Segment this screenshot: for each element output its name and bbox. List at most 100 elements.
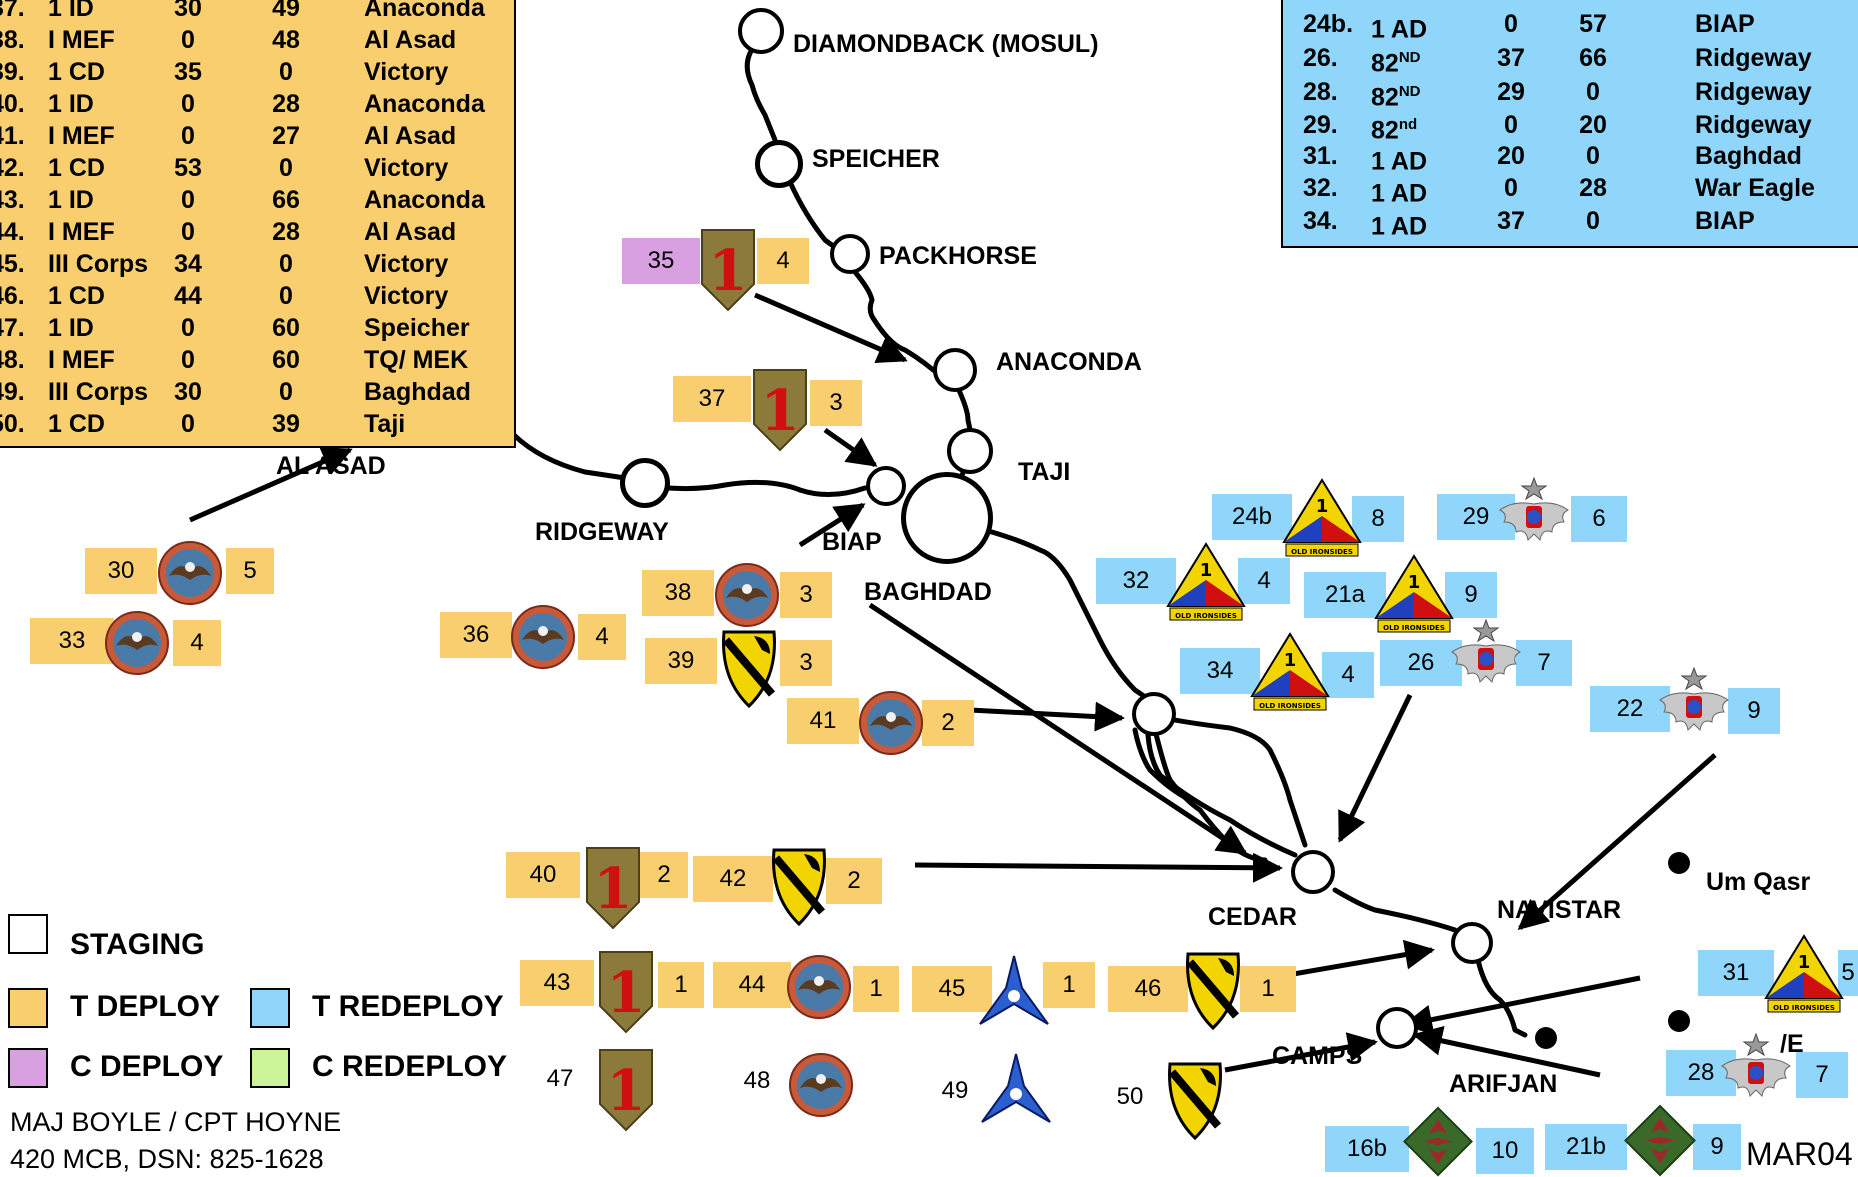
arrow-46 [1269, 939, 1435, 981]
legend-label-c-deploy: C DEPLOY [70, 1050, 224, 1083]
unit-ordinal: ND [1398, 83, 1421, 100]
row-t-count: 66 [272, 186, 300, 214]
row-c-count: 0 [181, 26, 195, 54]
legend-swatch-c-redeploy [250, 1048, 290, 1088]
row-unit: 1 CD [48, 410, 105, 438]
label-navistar: NAVISTAR [1497, 896, 1622, 924]
airborne-wings-29 [1499, 476, 1569, 542]
label-speicher: SPEICHER [812, 145, 940, 173]
credit-names: MAJ BOYLE / CPT HOYNE [10, 1107, 342, 1137]
row-c-count: 0 [181, 90, 195, 118]
airborne-wings-26 [1451, 618, 1521, 684]
label-ridgeway: RIDGEWAY [535, 518, 669, 546]
arrow-22 [1517, 753, 1717, 930]
label-um-qasr: Um Qasr [1706, 868, 1811, 896]
arrow-baghdad-cedar [868, 602, 1248, 856]
row-number: 26. [1303, 44, 1338, 72]
row-t-count: 0 [279, 58, 293, 86]
node-camps [1376, 1007, 1418, 1049]
iii-corps-patch-45 [979, 955, 1049, 1025]
first-ad-banner: OLD IRONSIDES [1259, 702, 1321, 710]
imef-seal-41 [859, 691, 923, 755]
row-t-count: 0 [1586, 207, 1600, 235]
unit-name: 82 [1371, 49, 1399, 78]
tag-16b-count: 10 [1476, 1128, 1534, 1174]
row-number: 41. [0, 122, 25, 150]
label-al-asad: AL ASAD [276, 452, 386, 480]
row-unit: III Corps [48, 250, 149, 278]
row-number: 34. [1303, 207, 1338, 235]
node-cedar [1291, 850, 1335, 894]
tag-26-id: 26 [1380, 640, 1462, 686]
first-id-numeral: 1 [709, 238, 748, 304]
imef-seal-36 [511, 605, 575, 669]
tag-44-count: 1 [853, 966, 899, 1012]
tag-28-id: 28 [1666, 1050, 1736, 1096]
unit-name: 1 AD [1371, 212, 1428, 241]
tag-30-id: 30 [85, 548, 157, 594]
unit-name: 1 AD [1371, 147, 1428, 176]
arrow-biap [798, 502, 866, 548]
row-number: 42. [0, 154, 25, 182]
row-destination: Baghdad [364, 378, 471, 406]
tag-50-id: 50 [1116, 1083, 1144, 1110]
row-c-count: 0 [181, 122, 195, 150]
row-unit: 1 CD [48, 154, 105, 182]
row-number: 32. [1303, 174, 1338, 202]
airborne-wings-28 [1721, 1032, 1791, 1098]
tag-34-count: 4 [1322, 652, 1374, 698]
row-t-count: 28 [1579, 174, 1607, 202]
first-id-patch-43: 1 [599, 951, 653, 1034]
node-baghdad [901, 472, 993, 564]
node-navistar [1451, 922, 1493, 964]
row-destination: Anaconda [364, 0, 485, 22]
tag-49-id: 49 [941, 1077, 969, 1104]
route-junction-cedar-c [1145, 732, 1298, 858]
tag-43-id: 43 [520, 960, 594, 1006]
row-destination: BIAP [1695, 207, 1755, 235]
row-destination: TQ/ MEK [364, 346, 469, 374]
row-unit: 1 ID [48, 314, 94, 342]
node-ridgeway [620, 458, 670, 508]
imef-seal-44 [787, 955, 851, 1019]
row-c-count: 0 [181, 314, 195, 342]
row-number: 39. [0, 58, 25, 86]
row-unit: 82ND [1371, 42, 1420, 79]
tag-36-count: 4 [578, 614, 626, 660]
label-biap: BIAP [822, 528, 882, 556]
route-junction-cedar-a [1152, 727, 1268, 863]
route-cedar-navistar [1332, 887, 1458, 933]
legend-label-t-deploy: T DEPLOY [70, 990, 221, 1023]
tag-33-id: 33 [30, 618, 114, 664]
row-destination: Victory [364, 250, 449, 278]
node-anaconda [933, 348, 977, 392]
row-c-count: 0 [181, 410, 195, 438]
tag-45-id: 45 [912, 966, 992, 1012]
label-anaconda: ANACONDA [996, 348, 1142, 376]
tag-42-id: 42 [693, 856, 773, 902]
first-ad-numeral: 1 [1408, 572, 1421, 593]
row-unit: I MEF [48, 122, 115, 150]
row-unit: 1 AD [1371, 205, 1427, 242]
row-t-count: 60 [272, 314, 300, 342]
row-unit: 1 AD [1371, 172, 1427, 209]
row-number: 48. [0, 346, 25, 374]
legend-label-c-redeploy: C REDEPLOY [312, 1050, 508, 1083]
first-id-numeral: 1 [607, 1058, 646, 1124]
tag-41-count: 2 [922, 700, 974, 746]
row-unit: 1 AD [1371, 140, 1427, 177]
row-unit: 1 CD [48, 282, 105, 310]
row-c-count: 53 [174, 154, 202, 182]
label-packhorse: PACKHORSE [879, 242, 1037, 270]
row-c-count: 44 [174, 282, 202, 310]
row-destination: BIAP [1695, 10, 1755, 38]
tag-29-id: 29 [1437, 494, 1515, 540]
tag-32-id: 32 [1096, 558, 1176, 604]
row-number: 45. [0, 250, 25, 278]
